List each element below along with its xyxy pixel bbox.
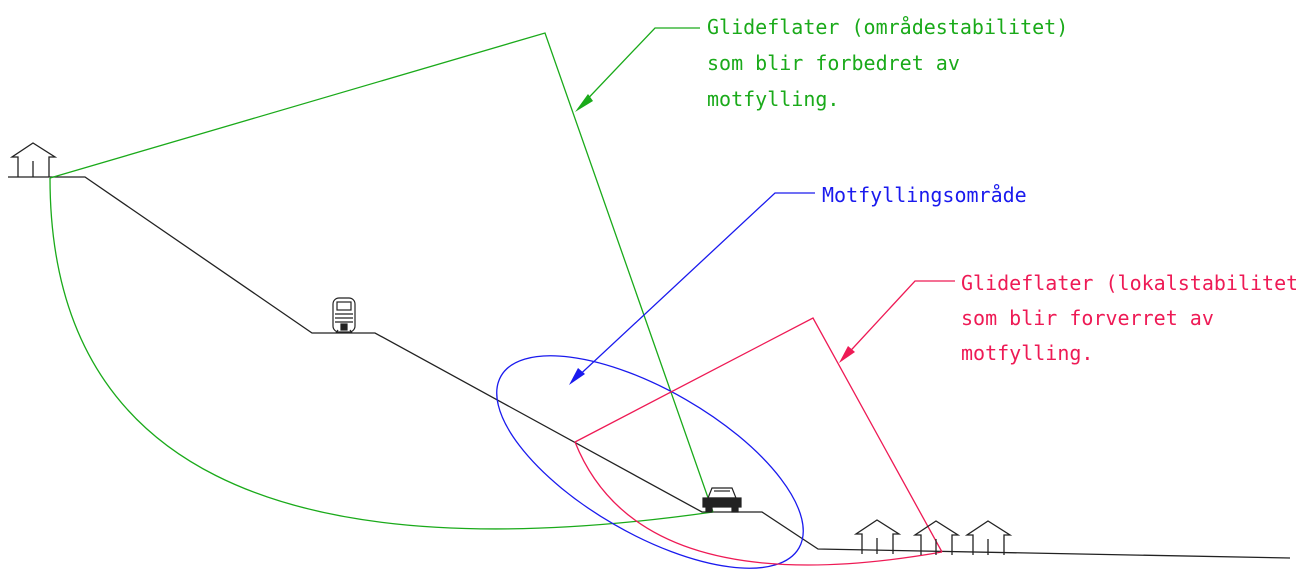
- terrain-profile: [8, 176, 1291, 559]
- counterfill-leader: [571, 192, 815, 383]
- area-stability-leader: [577, 27, 700, 110]
- area-stability-arrowhead: [575, 94, 593, 112]
- house-icon: [9, 142, 58, 177]
- house-icon: [964, 520, 1013, 555]
- local-stability-label-line-1: Glideflater (lokalstabilitet): [961, 271, 1296, 295]
- local-stability-label-line-3: motfylling.: [961, 341, 1093, 365]
- train-icon: [332, 297, 356, 334]
- local-stability-leader: [841, 280, 955, 361]
- area-stability-label-line-1: Glideflater (områdestabilitet): [707, 15, 1068, 39]
- counterfill-label: Motfyllingsområde: [822, 183, 1027, 207]
- house-icon: [853, 519, 902, 554]
- area-stability-slip-surface: [49, 27, 714, 530]
- area-stability-label-line-3: motfylling.: [707, 87, 839, 111]
- car-icon: [702, 487, 742, 513]
- local-stability-arrowhead: [839, 346, 855, 363]
- area-stability-label-line-2: som blir forbedret av: [707, 51, 960, 75]
- house-icon: [912, 520, 961, 555]
- counterfill-area: [496, 192, 815, 569]
- counterfill-arrowhead: [569, 368, 585, 385]
- local-stability-slip-surface: [574, 280, 955, 566]
- local-stability-label-line-2: som blir forverret av: [961, 306, 1214, 330]
